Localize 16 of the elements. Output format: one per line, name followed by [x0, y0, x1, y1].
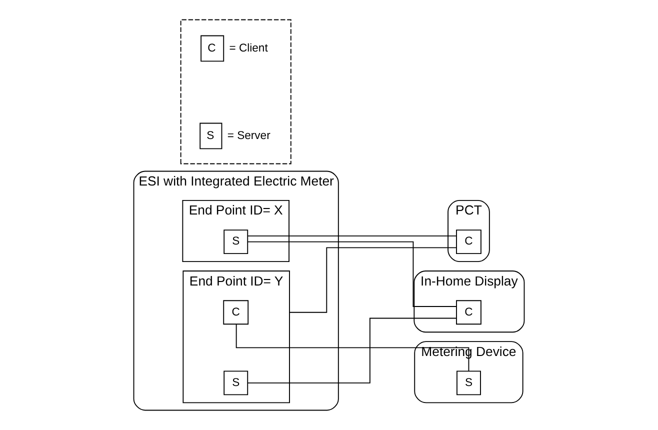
node-box: C: [223, 300, 249, 325]
node-label: = Client: [229, 42, 268, 54]
node-box: S: [224, 370, 248, 396]
node-box: C: [456, 230, 482, 254]
connector: [247, 241, 457, 307]
cluster: [180, 19, 292, 164]
node-box: S: [456, 370, 481, 396]
connector: [236, 324, 470, 372]
node-box: C: [456, 300, 482, 325]
node-box: S: [224, 230, 248, 254]
connector: [247, 235, 457, 236]
node-label: = Server: [227, 130, 270, 142]
connector: [289, 247, 457, 313]
node-box: S: [200, 122, 222, 150]
node-box: C: [200, 35, 224, 62]
connector: [247, 318, 457, 384]
